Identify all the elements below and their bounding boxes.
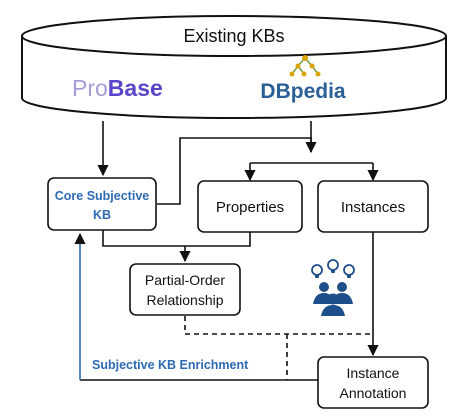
annotation-line1: Instance [347,365,400,381]
probase-logo: ProBase [72,75,163,101]
core-kb-label-line2: KB [93,208,111,222]
annotation-line2: Annotation [340,385,407,401]
instance-annotation-box: Instance Annotation [317,356,429,409]
properties-label: Properties [216,199,284,216]
partial-order-box: Partial-Order Relationship [129,263,241,316]
partial-order-line2: Relationship [146,292,223,308]
arrow-core-loop [157,137,317,205]
instances-label: Instances [341,199,405,216]
instances-box: Instances [317,180,429,233]
partial-order-line1: Partial-Order [145,272,225,288]
merge-properties [185,232,251,247]
dashed-partial-to-annotation [184,316,373,335]
connectors [80,121,379,381]
dbpedia-logo: DBpedia [260,80,346,103]
properties-box: Properties [197,180,303,233]
enrichment-label: Subjective KB Enrichment [92,358,249,372]
core-kb-label-line1: Core Subjective [55,189,150,203]
crowd-icon [311,259,355,316]
existing-kbs-cylinder: Existing KBs ProBase DBpedia [21,15,447,119]
probase-logo-base: Base [108,75,163,101]
merge-core [102,230,185,247]
dbpedia-network-icon [289,55,321,77]
probase-logo-pro: Pro [72,75,108,101]
core-subjective-kb-box: Core Subjective KB [47,177,157,231]
existing-kbs-title: Existing KBs [183,26,284,46]
